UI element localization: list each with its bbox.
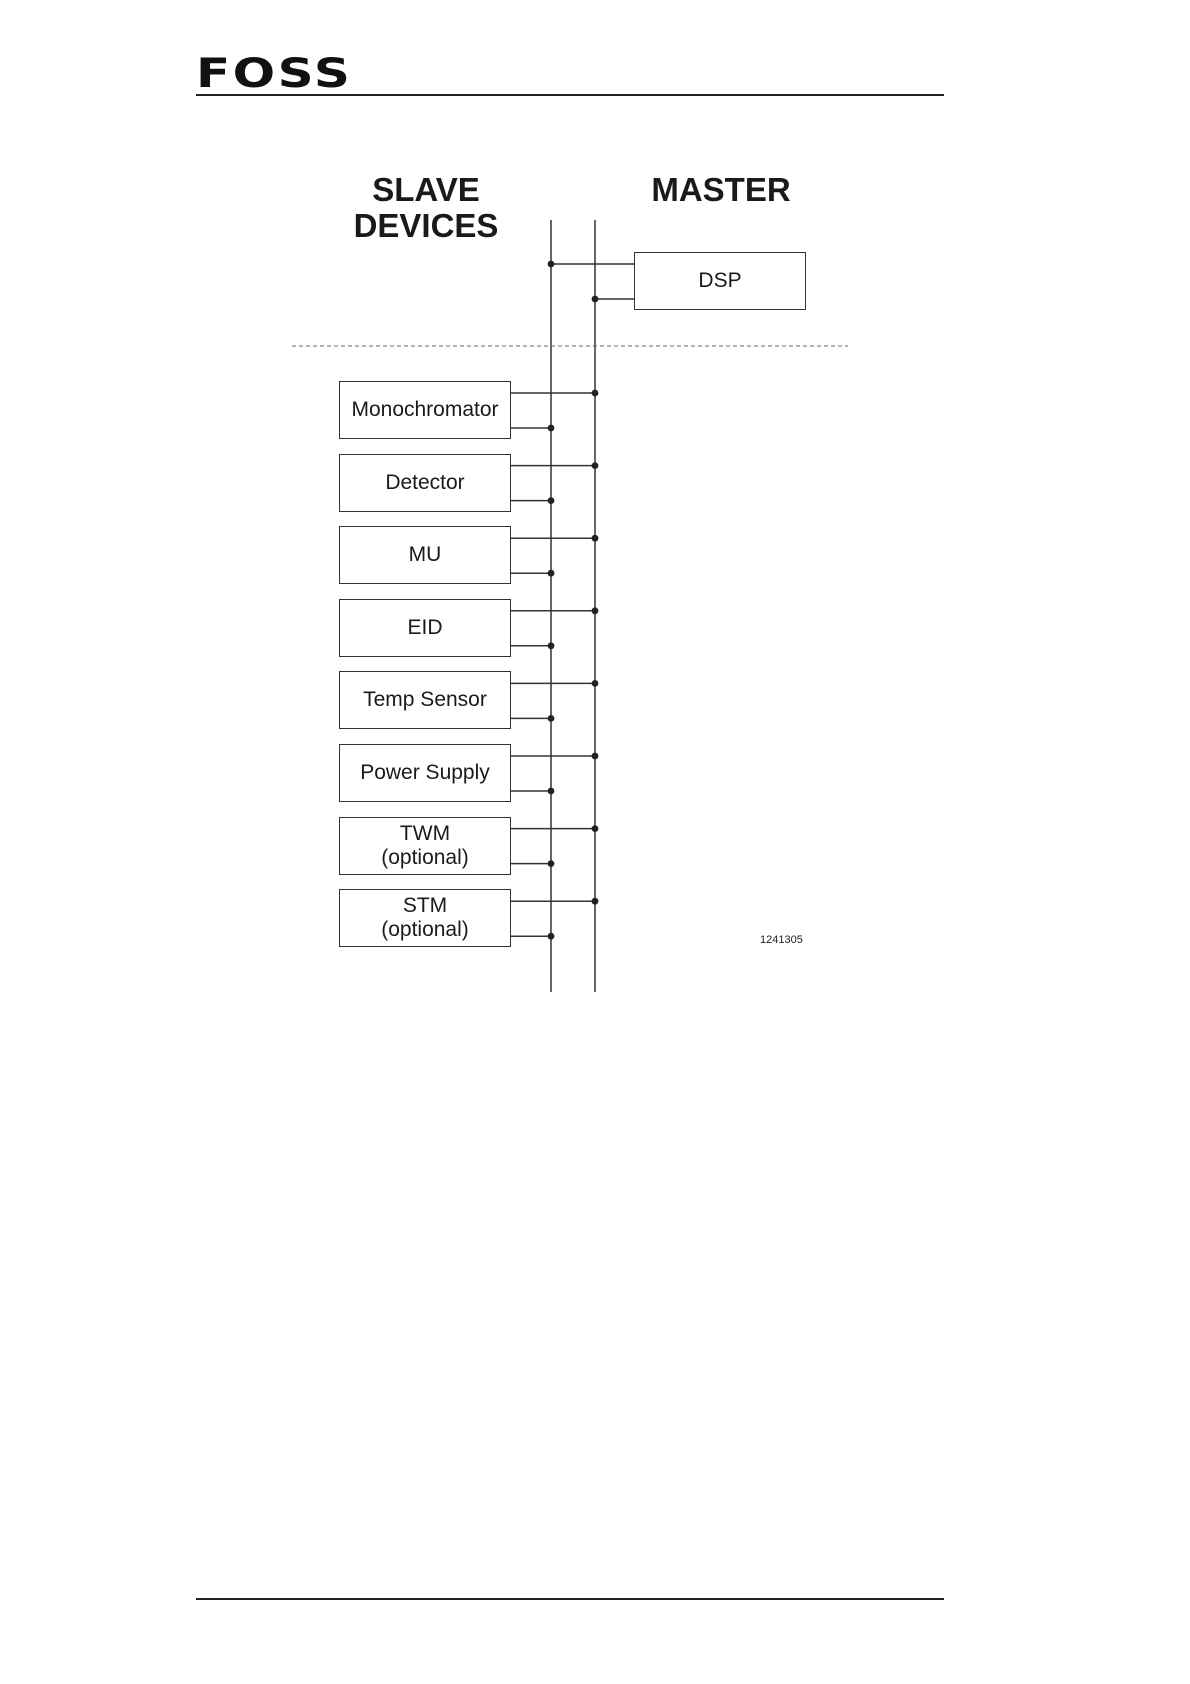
bus-junction-dot	[592, 753, 599, 760]
bus-junction-dot	[592, 390, 599, 397]
footer-rule	[196, 1598, 944, 1600]
bus-junction-dot	[592, 296, 599, 303]
bus-junction-dot	[548, 715, 555, 722]
bus-junction-dot	[548, 570, 555, 577]
bus-junction-dot	[592, 462, 599, 469]
bus-junction-dot	[592, 535, 599, 542]
bus-junction-dot	[548, 425, 555, 432]
slave-device-box: Monochromator	[339, 381, 511, 439]
dsp-master-box: DSP	[634, 252, 806, 310]
bus-junction-dot	[548, 860, 555, 867]
bus-junction-dot	[548, 933, 555, 940]
slave-device-box: Detector	[339, 454, 511, 512]
slave-device-box: EID	[339, 599, 511, 657]
slave-device-box: TWM (optional)	[339, 817, 511, 875]
bus-junction-dot	[548, 497, 555, 504]
bus-junction-dot	[548, 261, 555, 268]
bus-junction-dot	[592, 680, 599, 687]
bus-junction-dot	[548, 642, 555, 649]
slave-device-box: STM (optional)	[339, 889, 511, 947]
bus-junction-dot	[548, 788, 555, 795]
bus-junction-dot	[592, 898, 599, 905]
slave-device-box: MU	[339, 526, 511, 584]
slave-device-box: Temp Sensor	[339, 671, 511, 729]
bus-junction-dot	[592, 607, 599, 614]
slave-device-box: Power Supply	[339, 744, 511, 802]
figure-reference-number: 1241305	[760, 934, 803, 946]
bus-junction-dot	[592, 825, 599, 832]
